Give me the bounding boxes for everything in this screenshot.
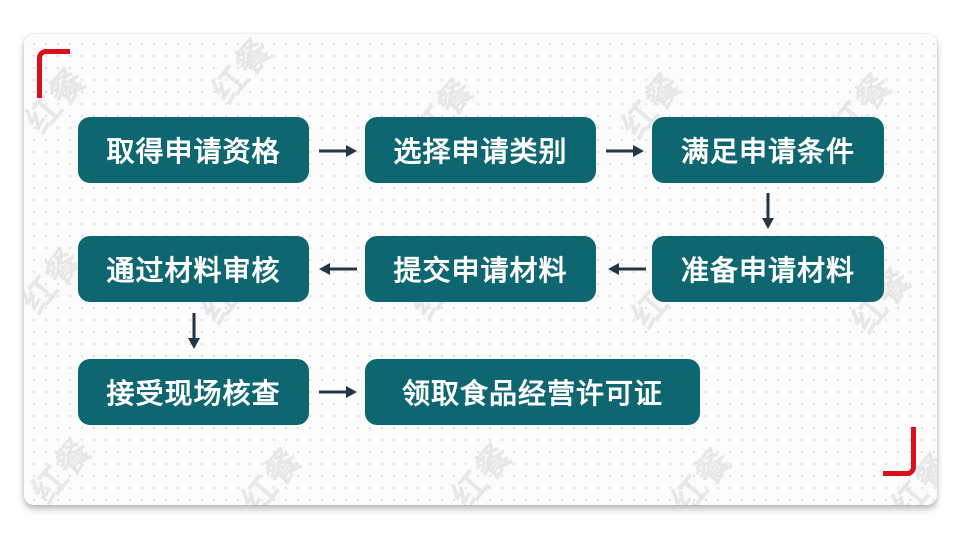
arrow-right-icon xyxy=(318,144,358,158)
arrow-left-icon xyxy=(318,262,358,276)
step-4: 准备申请材料 xyxy=(652,236,884,302)
step-8: 领取食品经营许可证 xyxy=(365,359,700,425)
corner-accent-top-left xyxy=(37,49,70,98)
watermark: 红餐 xyxy=(664,440,742,505)
step-label: 通过材料审核 xyxy=(106,254,281,287)
watermark: 红餐 xyxy=(24,430,102,505)
step-1: 取得申请资格 xyxy=(78,117,309,183)
step-label: 领取食品经营许可证 xyxy=(401,377,663,410)
step-5: 提交申请材料 xyxy=(365,236,596,302)
watermark: 红餐 xyxy=(444,435,522,505)
step-3: 满足申请条件 xyxy=(652,117,884,183)
step-2: 选择申请类别 xyxy=(365,117,596,183)
step-6: 通过材料审核 xyxy=(78,236,309,302)
step-label: 满足申请条件 xyxy=(680,135,855,168)
watermark: 红餐 xyxy=(204,34,282,112)
arrow-left-icon xyxy=(607,262,647,276)
arrow-down-icon xyxy=(761,192,775,230)
step-label: 提交申请材料 xyxy=(393,254,568,287)
corner-accent-bottom-right xyxy=(883,427,916,476)
step-label: 取得申请资格 xyxy=(106,135,281,168)
step-label: 准备申请材料 xyxy=(680,254,855,287)
step-label: 选择申请类别 xyxy=(393,135,568,168)
watermark: 红餐 xyxy=(234,440,312,505)
arrow-right-icon xyxy=(318,385,358,399)
step-7: 接受现场核查 xyxy=(78,359,309,425)
arrow-down-icon xyxy=(187,312,201,350)
arrow-right-icon xyxy=(605,144,645,158)
step-label: 接受现场核查 xyxy=(106,377,281,410)
